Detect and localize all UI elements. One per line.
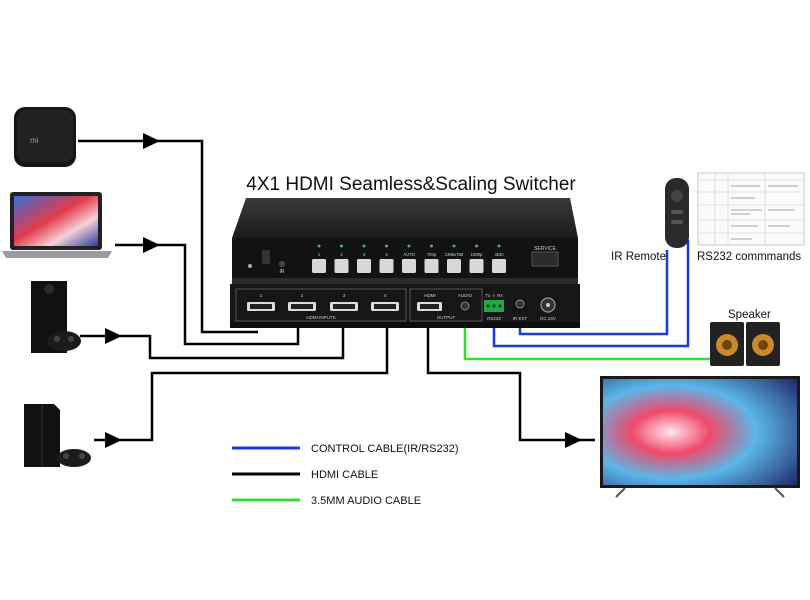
service-port <box>531 251 559 267</box>
front-button: AUTO <box>402 244 416 273</box>
output-hdmi-label: HDMI <box>424 293 436 298</box>
ir-ext-jack <box>515 299 525 309</box>
power-led <box>248 264 252 268</box>
front-button-label: 1 <box>318 252 321 257</box>
ir-remote-device <box>665 178 689 248</box>
hdmi-input-number: 3 <box>343 293 346 298</box>
front-button: 2 <box>334 244 349 273</box>
service-label: SERVICE <box>534 246 557 252</box>
ps4-device <box>24 404 91 467</box>
legend-item-hdmi: HDMI CABLE <box>232 469 378 481</box>
arrow-head <box>105 328 122 344</box>
television-display <box>600 376 800 498</box>
ir-receiver <box>279 261 285 267</box>
output-label: OUTPUT <box>437 315 456 320</box>
arrow-head <box>565 432 582 448</box>
output-group <box>409 288 483 322</box>
hdmi-input-number: 4 <box>384 293 387 298</box>
front-button-label: 4 <box>385 252 388 257</box>
front-button-label: 1366x768 <box>445 252 464 257</box>
hdmi-input-port: 3 <box>330 293 358 311</box>
rs232-pins-label: Tx ⏚ Rx <box>485 292 503 298</box>
laptop-device <box>2 192 112 258</box>
ir-remote-label: IR Remote <box>611 251 666 263</box>
diagram-title: 4X1 HDMI Seamless&Scaling Switcher <box>246 174 576 195</box>
legend-item-control: CONTROL CABLE(IR/RS232) <box>232 443 459 455</box>
legend-item-audio: 3.5MM AUDIO CABLE <box>232 495 421 507</box>
ir-ext-label: IR EXT <box>513 316 528 321</box>
legend-label: HDMI CABLE <box>311 469 378 481</box>
ir-label: IR <box>280 269 285 275</box>
rs232-commands-document <box>697 172 805 246</box>
arrow-head <box>143 133 160 149</box>
hdmi-input-port: 4 <box>371 293 399 311</box>
front-button: 3 <box>357 244 371 273</box>
front-button-label: 2 <box>340 252 343 257</box>
arrow-head <box>143 237 160 253</box>
arrow-head <box>105 432 122 448</box>
hdmi-cables <box>78 139 595 442</box>
cable-arrows <box>105 133 582 448</box>
power-switch <box>262 250 270 264</box>
audio-cable <box>463 314 712 361</box>
output-audio-label: AUDIO <box>458 293 473 298</box>
front-button: 4k30 <box>492 244 506 273</box>
hdmi-input-number: 1 <box>260 293 263 298</box>
front-button: 1080p <box>469 244 484 273</box>
rs232-label: RS232 <box>487 316 501 321</box>
front-button: 1 <box>312 244 326 273</box>
hdmi-cable-ps4 <box>94 322 389 442</box>
front-button: 720p <box>424 244 439 273</box>
legend-label: 3.5MM AUDIO CABLE <box>311 495 421 507</box>
hdmi-cable-xbox <box>80 322 345 360</box>
front-button: 4 <box>379 244 394 273</box>
front-button-label: 3 <box>363 252 366 257</box>
inputs-group <box>235 288 407 322</box>
input-ports: 1 2 3 4 <box>247 293 399 311</box>
front-button-label: 1080p <box>471 252 483 257</box>
front-buttons: 1 2 3 4 AUTO 720p 1366x768 1080p 4k30 <box>312 244 506 273</box>
hdmi-switcher-device: IR 1 2 3 4 AUTO 720p 1366x768 1080p 4k30 SERVICE… <box>230 198 580 328</box>
dc-label: DC 24V <box>540 316 556 321</box>
front-button-label: 720p <box>427 252 437 257</box>
front-button-label: AUTO <box>403 252 415 257</box>
speaker-device <box>710 322 780 366</box>
xbox-device <box>31 281 81 353</box>
hdmi-cable-laptop <box>115 243 300 346</box>
hdmi-input-number: 2 <box>301 293 304 298</box>
rs232-commands-label: RS232 commmands <box>697 251 801 263</box>
audio-jack <box>460 301 470 311</box>
rs232-control-cable <box>492 240 690 348</box>
hdmi-input-port: 1 <box>247 293 275 311</box>
front-button-label: 4k30 <box>494 252 504 257</box>
inputs-label: HDMI INPUTS <box>306 315 335 320</box>
hdmi-cable-tvbox <box>78 139 258 334</box>
hdmi-input-port: 2 <box>288 293 316 311</box>
tv-box-device: mi <box>14 107 76 167</box>
front-button: 1366x768 <box>445 244 464 273</box>
legend: CONTROL CABLE(IR/RS232) HDMI CABLE 3.5MM… <box>232 443 459 507</box>
hdmi-cable-output <box>426 322 595 442</box>
svg-text:mi: mi <box>30 136 39 145</box>
legend-label: CONTROL CABLE(IR/RS232) <box>311 443 459 455</box>
speaker-label: Speaker <box>728 309 771 321</box>
